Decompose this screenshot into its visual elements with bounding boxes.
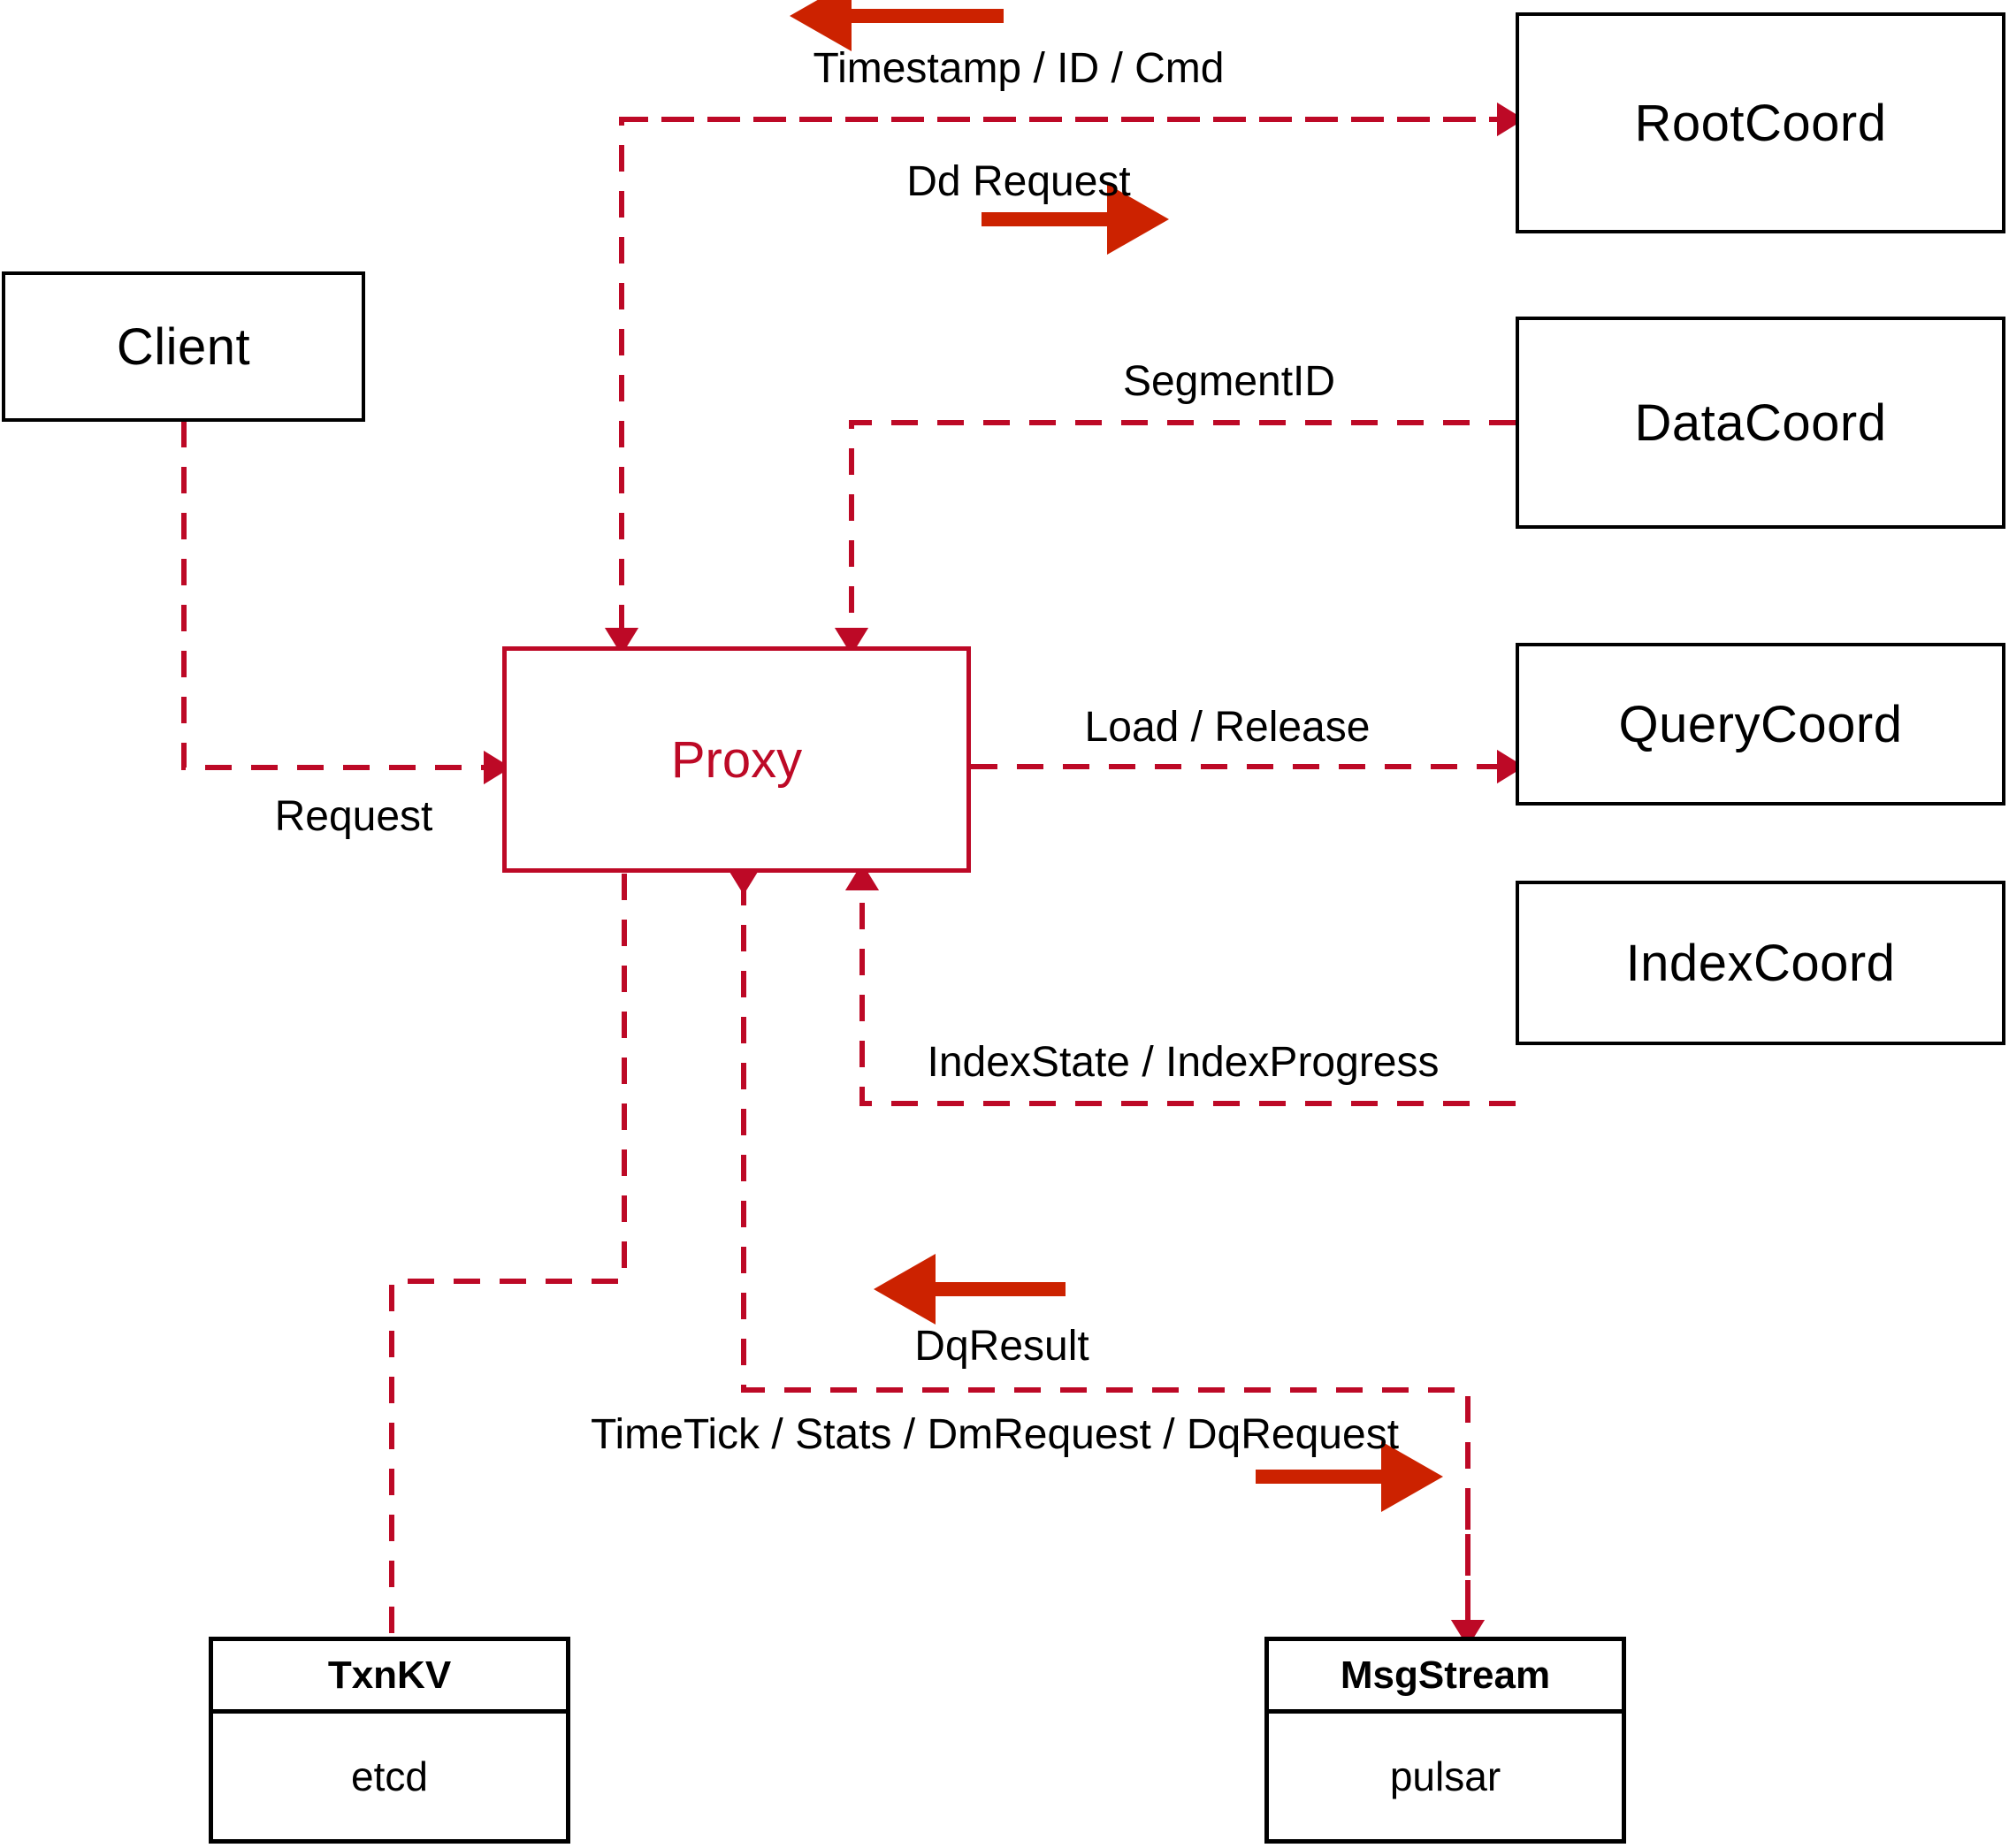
node-indexcoord-label: IndexCoord <box>1625 934 1896 992</box>
node-msgstream-body-label: pulsar <box>1389 1753 1501 1799</box>
node-txnkv[interactable]: TxnKV etcd <box>209 1637 570 1844</box>
edge-indexcoord-to-proxy <box>844 863 1516 1106</box>
node-proxy[interactable]: Proxy <box>502 646 971 873</box>
node-client-label: Client <box>116 317 251 376</box>
node-client[interactable]: Client <box>2 271 365 422</box>
node-datacoord-label: DataCoord <box>1634 393 1887 452</box>
node-rootcoord-label: RootCoord <box>1634 94 1887 152</box>
node-querycoord-label: QueryCoord <box>1618 695 1903 753</box>
edge-label-dd-request: Dd Request <box>906 158 1131 205</box>
node-proxy-label: Proxy <box>670 730 803 789</box>
edge-label-index-state-progress: IndexState / IndexProgress <box>927 1039 1440 1086</box>
node-txnkv-header-label: TxnKV <box>327 1653 452 1697</box>
node-msgstream-body: pulsar <box>1269 1714 1622 1839</box>
edge-proxy-to-txnkv <box>389 874 627 1637</box>
arrow-right-dd-request <box>982 184 1169 255</box>
edge-label-timetick-stats-dm-dq: TimeTick / Stats / DmRequest / DqRequest <box>590 1411 1400 1458</box>
arrow-left-timestamp <box>790 0 1004 51</box>
node-msgstream-header: MsgStream <box>1269 1641 1622 1714</box>
node-txnkv-header: TxnKV <box>213 1641 566 1714</box>
edge-label-load-release: Load / Release <box>1084 704 1371 751</box>
node-msgstream-header-label: MsgStream <box>1340 1653 1551 1697</box>
node-rootcoord[interactable]: RootCoord <box>1516 12 2005 233</box>
node-txnkv-body: etcd <box>213 1714 566 1839</box>
edge-label-timestamp-id-cmd: Timestamp / ID / Cmd <box>813 45 1225 92</box>
node-querycoord[interactable]: QueryCoord <box>1516 643 2005 806</box>
arrow-right-timetick <box>1256 1441 1443 1512</box>
edge-label-dq-result: DqResult <box>914 1323 1089 1370</box>
node-datacoord[interactable]: DataCoord <box>1516 317 2005 529</box>
edge-datacoord-to-proxy <box>834 420 1516 655</box>
edge-label-segment-id: SegmentID <box>1122 358 1336 405</box>
edge-label-request: Request <box>274 793 433 840</box>
arrow-left-dq-result <box>874 1254 1066 1325</box>
node-msgstream[interactable]: MsgStream pulsar <box>1264 1637 1626 1844</box>
node-txnkv-body-label: etcd <box>351 1753 428 1799</box>
edge-client-to-proxy <box>181 421 511 785</box>
node-indexcoord[interactable]: IndexCoord <box>1516 881 2005 1045</box>
